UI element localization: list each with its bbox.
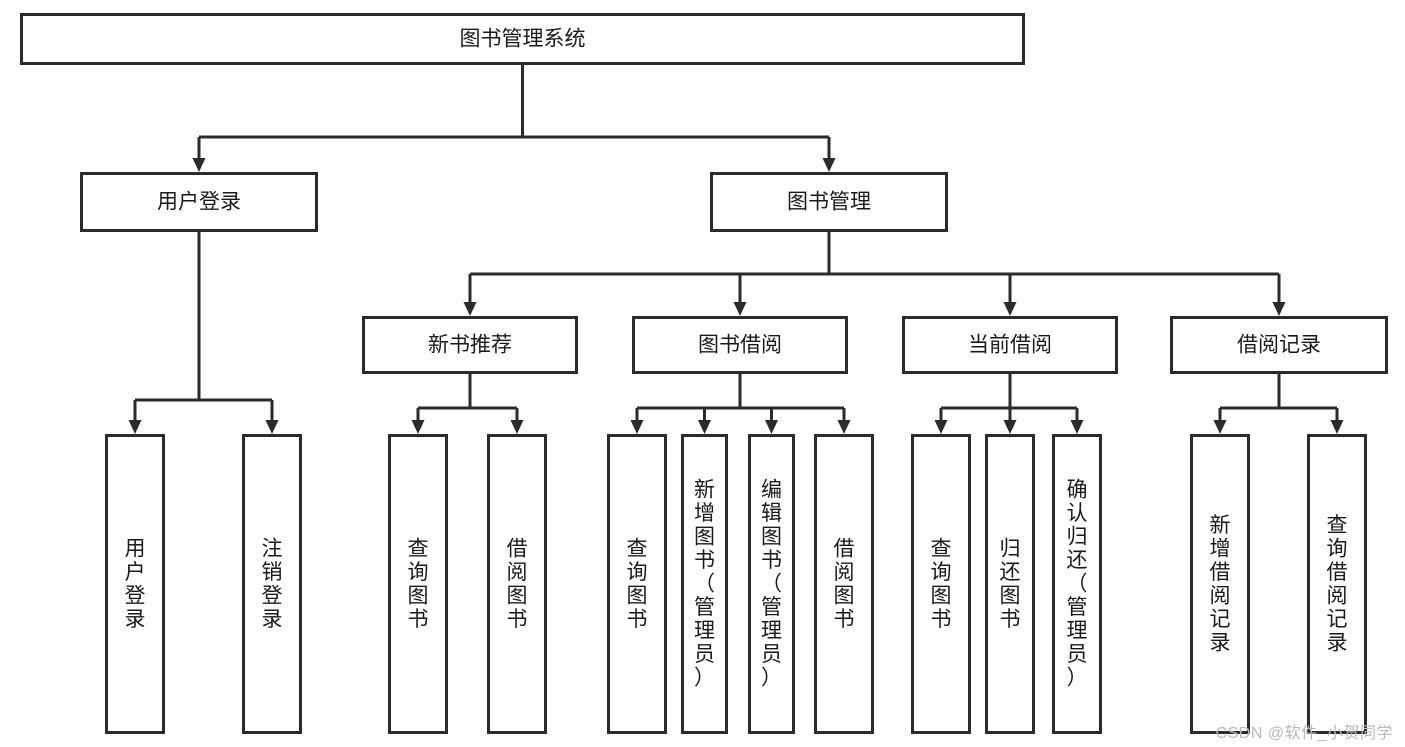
node-box	[388, 434, 448, 734]
connector-current-borrow	[939, 374, 1079, 420]
node-root[interactable]: 图书管理系统	[20, 13, 1025, 65]
node-current-borrow[interactable]: 当前借阅	[902, 316, 1118, 374]
arrow-head-icon	[411, 420, 425, 434]
node-label: 图书管理	[787, 191, 871, 214]
arrow-head-icon	[630, 420, 644, 434]
node-label: 查询图书	[627, 537, 648, 631]
node-label: 查询图书	[408, 537, 429, 631]
node-label: 归还图书	[1000, 537, 1021, 631]
node-label: 注销登录	[262, 537, 283, 631]
node-leaf-user-login[interactable]: 用户登录	[105, 434, 165, 734]
node-box	[1052, 434, 1102, 734]
node-leaf-query-book-current[interactable]: 查询图书	[911, 434, 971, 734]
node-leaf-return-book[interactable]: 归还图书	[985, 434, 1035, 734]
node-box	[1170, 316, 1388, 374]
node-label: 借阅记录	[1237, 334, 1321, 357]
arrow-head-icon	[510, 420, 524, 434]
node-box	[902, 316, 1118, 374]
connector-user-login	[133, 232, 274, 420]
connector-layer	[128, 65, 1344, 434]
node-label: 用户登录	[157, 191, 241, 214]
node-box	[911, 434, 971, 734]
arrow-head-icon	[128, 420, 142, 434]
node-box	[681, 434, 728, 734]
node-label: 编辑图书（管理员）	[761, 479, 782, 690]
node-label: 新增借阅记录	[1210, 514, 1231, 655]
arrow-head-icon	[934, 420, 948, 434]
node-box	[487, 434, 547, 734]
node-label: 借阅图书	[834, 537, 855, 631]
node-book-management[interactable]: 图书管理	[710, 172, 948, 232]
node-leaf-add-borrow-record[interactable]: 新增借阅记录	[1190, 434, 1250, 734]
node-box	[632, 316, 848, 374]
node-leaf-edit-book-admin[interactable]: 编辑图书（管理员）	[748, 434, 795, 734]
connector-new-book-recommend	[416, 374, 519, 420]
node-box	[362, 316, 578, 374]
node-leaf-borrow-book-rec[interactable]: 借阅图书	[487, 434, 547, 734]
arrow-head-icon	[1213, 420, 1227, 434]
node-borrow-record[interactable]: 借阅记录	[1170, 316, 1388, 374]
arrow-head-icon	[1003, 302, 1017, 316]
arrow-head-icon	[1272, 302, 1286, 316]
node-leaf-query-book-borrow[interactable]: 查询图书	[607, 434, 667, 734]
arrow-head-icon	[1330, 420, 1344, 434]
node-label: 查询图书	[931, 537, 952, 631]
node-label: 图书借阅	[698, 334, 782, 357]
arrow-head-icon	[698, 420, 711, 434]
node-leaf-user-logout[interactable]: 注销登录	[242, 434, 302, 734]
connector-borrow-record	[1218, 374, 1339, 420]
node-box	[1307, 434, 1367, 734]
node-label: 新增图书（管理员）	[694, 479, 715, 690]
arrow-head-icon	[463, 302, 477, 316]
node-box	[80, 172, 318, 232]
node-label: 确认归还（管理员）	[1067, 479, 1088, 690]
node-layer: 图书管理系统用户登录图书管理新书推荐图书借阅当前借阅借阅记录用户登录注销登录查询…	[20, 13, 1388, 734]
node-new-book-recommend[interactable]: 新书推荐	[362, 316, 578, 374]
node-box	[710, 172, 948, 232]
node-box	[105, 434, 165, 734]
node-box	[242, 434, 302, 734]
node-leaf-query-borrow-record[interactable]: 查询借阅记录	[1307, 434, 1367, 734]
node-leaf-confirm-return-admin[interactable]: 确认归还（管理员）	[1052, 434, 1102, 734]
arrow-head-icon	[1003, 420, 1017, 434]
node-label: 借阅图书	[507, 537, 528, 631]
node-label: 用户登录	[125, 537, 146, 631]
arrow-head-icon	[265, 420, 279, 434]
arrow-head-icon	[837, 420, 851, 434]
arrow-head-icon	[1070, 420, 1084, 434]
node-label: 查询借阅记录	[1327, 514, 1348, 655]
connector-root	[197, 65, 831, 158]
arrow-head-icon	[192, 158, 206, 172]
node-label: 图书管理系统	[460, 28, 586, 51]
node-leaf-query-book-rec[interactable]: 查询图书	[388, 434, 448, 734]
arrow-head-icon	[765, 420, 778, 434]
node-label: 新书推荐	[428, 334, 512, 357]
node-box	[607, 434, 667, 734]
node-user-login[interactable]: 用户登录	[80, 172, 318, 232]
arrow-head-icon	[733, 302, 747, 316]
node-box	[814, 434, 874, 734]
node-label: 当前借阅	[968, 334, 1052, 357]
node-leaf-borrow-book[interactable]: 借阅图书	[814, 434, 874, 734]
arrow-head-icon	[822, 158, 836, 172]
connector-book-management	[468, 232, 1281, 302]
node-book-borrow[interactable]: 图书借阅	[632, 316, 848, 374]
node-box	[20, 13, 1025, 65]
node-box	[748, 434, 795, 734]
node-leaf-add-book-admin[interactable]: 新增图书（管理员）	[681, 434, 728, 734]
node-box	[1190, 434, 1250, 734]
node-box	[985, 434, 1035, 734]
connector-book-borrow	[635, 374, 846, 420]
